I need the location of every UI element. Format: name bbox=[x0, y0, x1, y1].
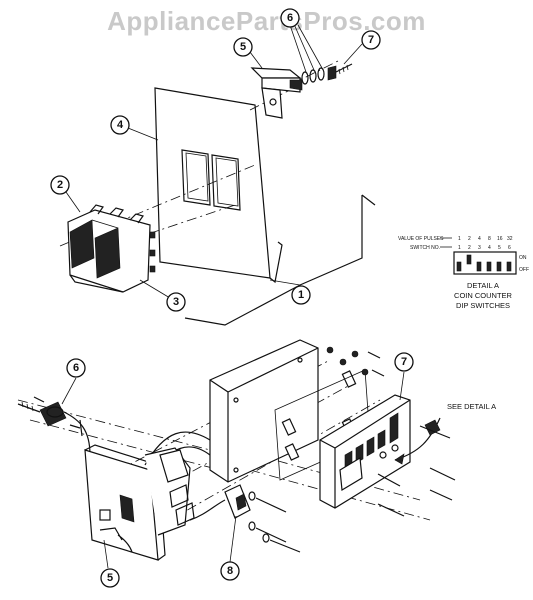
pulse-values-row: 1 2 4 8 16 32 bbox=[458, 236, 513, 242]
upper-assembly bbox=[59, 59, 376, 326]
detail-caption-line2: COIN COUNTER bbox=[454, 291, 513, 300]
switch-no-label: SWITCH NO. bbox=[410, 245, 440, 251]
coin-mechanism bbox=[84, 444, 195, 561]
callout-4: 4 bbox=[110, 115, 130, 135]
detail-caption-line3: DIP SWITCHES bbox=[456, 301, 510, 310]
svg-text:6: 6 bbox=[73, 362, 79, 374]
callout-8: 8 bbox=[220, 561, 240, 581]
svg-text:7: 7 bbox=[368, 34, 374, 46]
callout-5-lower: 5 bbox=[100, 568, 120, 588]
svg-text:32: 32 bbox=[507, 236, 513, 242]
callout-1: 1 bbox=[291, 285, 311, 305]
coil-assembly bbox=[17, 396, 83, 437]
svg-text:8: 8 bbox=[488, 236, 491, 242]
dip-switch-toggles bbox=[456, 254, 512, 272]
callout-6-lower: 6 bbox=[66, 358, 86, 378]
washer-set bbox=[301, 67, 325, 85]
svg-text:3: 3 bbox=[173, 296, 179, 308]
screw-upper bbox=[327, 63, 353, 81]
svg-text:16: 16 bbox=[497, 236, 503, 242]
callout-5-upper: 5 bbox=[233, 37, 253, 57]
svg-text:5: 5 bbox=[498, 245, 501, 251]
panel-cutout-left bbox=[181, 149, 211, 206]
callout-7-upper: 7 bbox=[361, 30, 381, 50]
svg-text:1: 1 bbox=[298, 289, 304, 301]
svg-text:2: 2 bbox=[468, 245, 471, 251]
svg-text:4: 4 bbox=[488, 245, 491, 251]
lower-assembly: SEE DETAIL A bbox=[17, 339, 496, 561]
svg-text:1: 1 bbox=[458, 245, 461, 251]
panel-cutout-right bbox=[211, 154, 241, 211]
see-detail-label: SEE DETAIL A bbox=[447, 402, 496, 411]
svg-text:4: 4 bbox=[117, 119, 124, 131]
svg-text:1: 1 bbox=[458, 236, 461, 242]
svg-text:3: 3 bbox=[478, 245, 481, 251]
mounting-bracket bbox=[250, 67, 303, 119]
svg-text:5: 5 bbox=[240, 41, 246, 53]
on-label: ON bbox=[519, 255, 527, 261]
callout-7-lower: 7 bbox=[394, 352, 414, 372]
callout-2: 2 bbox=[50, 175, 70, 195]
value-of-pulses-label: VALUE OF PULSES bbox=[398, 236, 444, 242]
svg-text:6: 6 bbox=[508, 245, 511, 251]
svg-text:2: 2 bbox=[57, 179, 63, 191]
lower-screws bbox=[248, 346, 456, 553]
coin-counter-board bbox=[319, 394, 411, 509]
svg-text:5: 5 bbox=[107, 572, 113, 584]
callout-6-upper: 6 bbox=[280, 8, 300, 28]
svg-text:7: 7 bbox=[401, 356, 407, 368]
svg-text:4: 4 bbox=[478, 236, 481, 242]
callouts: 1 2 3 4 5 6 7 6 7 bbox=[50, 8, 414, 588]
coin-slot-button bbox=[99, 509, 111, 521]
svg-text:2: 2 bbox=[468, 236, 471, 242]
detail-a-dip-switches: VALUE OF PULSES SWITCH NO. 1 2 4 8 16 32… bbox=[398, 236, 529, 310]
off-label: OFF bbox=[519, 267, 529, 273]
detail-caption-line1: DETAIL A bbox=[467, 281, 499, 290]
dip-switch-block bbox=[453, 251, 517, 275]
callout-3: 3 bbox=[166, 292, 186, 312]
switch-numbers-row: 1 2 3 4 5 6 bbox=[458, 245, 511, 251]
rocker-switch-pair bbox=[67, 204, 156, 293]
sensor-bracket bbox=[189, 484, 251, 521]
svg-text:8: 8 bbox=[227, 565, 233, 577]
svg-text:6: 6 bbox=[287, 12, 293, 24]
